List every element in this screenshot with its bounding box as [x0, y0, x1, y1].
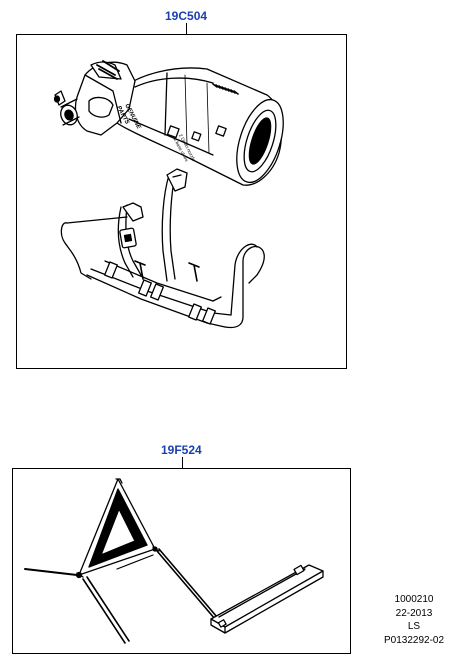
reference-date: 22-2013	[395, 607, 433, 619]
reference-code: LS	[407, 621, 421, 632]
triangle-storage-case	[210, 564, 324, 634]
illustration-reference-block: 1000210 22-2013 LS P0132292-02	[378, 593, 450, 647]
bracket-screw	[188, 262, 200, 282]
warning-triangle-panel	[12, 468, 351, 654]
triangle-support-legs	[24, 548, 218, 644]
extinguisher-mounting-bracket	[60, 168, 265, 329]
callout-leader-line	[182, 457, 183, 469]
reference-image-id: P0132292-02	[383, 634, 445, 646]
warning-triangle	[75, 478, 160, 579]
callout-leader-line	[186, 23, 187, 35]
part-callout-19c504[interactable]: 19C504	[165, 9, 208, 23]
part-callout-19f524[interactable]: 19F524	[161, 443, 202, 457]
extinguisher-valve-head	[53, 60, 136, 136]
fire-extinguisher-illustration: GENUINE PARTS 2 Direct nozzle at base of…	[53, 60, 284, 329]
reference-number: 1000210	[394, 594, 434, 605]
extinguisher-body	[116, 67, 284, 186]
fire-extinguisher-panel: GENUINE PARTS 2 Direct nozzle at base of…	[16, 34, 347, 369]
warning-triangle-illustration	[24, 478, 324, 644]
bracket-screw	[134, 260, 146, 280]
